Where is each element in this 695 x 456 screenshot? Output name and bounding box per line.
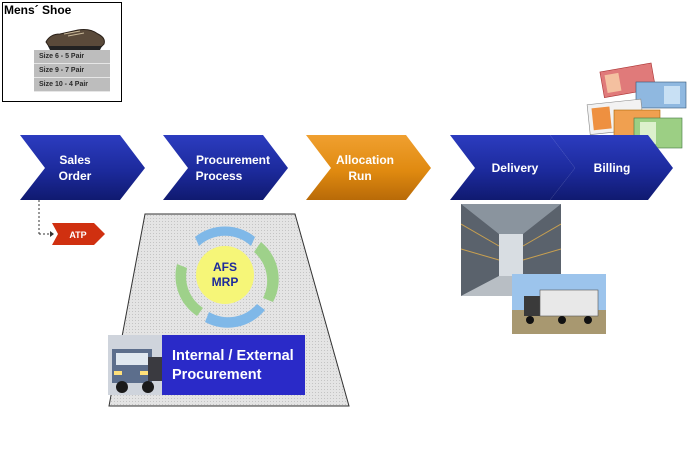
step-label: Procurement [196,153,270,167]
process-step-billing: Billing [550,135,673,200]
process-step-allocation-run: Allocation Run [306,135,431,200]
atp-connector: ATP [38,200,105,245]
process-step-delivery: Delivery [450,135,575,200]
procurement-label-line1: Internal / External [172,348,294,364]
step-label: Delivery [492,161,539,175]
step-label: Billing [594,161,631,175]
step-label: Sales [59,153,91,167]
step-label: Run [348,169,371,183]
process-step-procurement-process: Procurement Process [163,135,288,200]
product-title: Mens´ Shoe [4,3,72,17]
size-row: Size 6 - 5 Pair [34,50,110,64]
shoe-image [45,29,105,50]
mrp-label: MRP [212,275,239,289]
step-label: Order [59,169,92,183]
semi-truck-image [512,274,606,334]
size-row: Size 10 - 4 Pair [34,78,110,92]
process-flow: Sales Order Procurement Process Allocati… [20,135,673,200]
step-label: Allocation [336,153,394,167]
mrp-cycle [175,226,279,328]
truck-image [108,335,170,395]
internal-external-procurement-box: Internal / External Procurement [162,335,305,395]
atp-tag [52,223,105,245]
size-table: Size 6 - 5 Pair Size 9 - 7 Pair Size 10 … [34,50,110,92]
atp-label: ATP [69,230,86,240]
mrp-label: AFS [213,260,237,274]
process-step-sales-order: Sales Order [20,135,145,200]
step-label: Process [196,169,243,183]
size-row: Size 9 - 7 Pair [34,64,110,78]
procurement-label-line2: Procurement [172,367,262,383]
